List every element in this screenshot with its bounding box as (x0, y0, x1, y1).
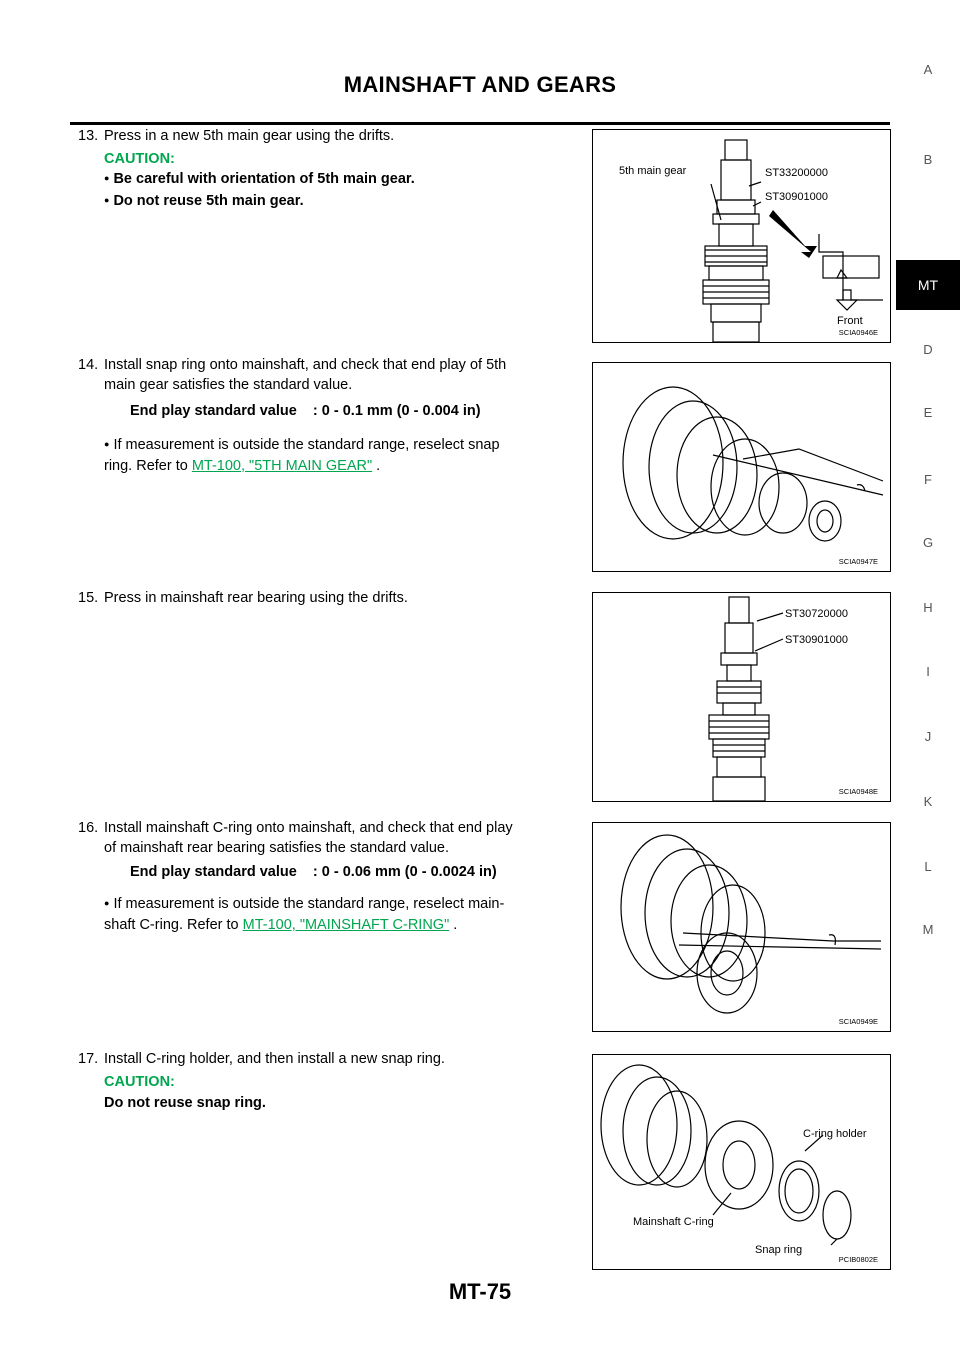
caution-item: ●Do not reuse 5th main gear. (104, 193, 304, 209)
step-number: 17. (78, 1051, 99, 1067)
figure-id: SCIA0949E (838, 1017, 878, 1026)
caution-text: Do not reuse snap ring. (104, 1095, 266, 1111)
side-index-b[interactable]: B (923, 152, 933, 167)
side-index-f[interactable]: F (924, 472, 932, 487)
step-14: 14. Install snap ring onto mainshaft, and… (78, 355, 586, 395)
side-index-k[interactable]: K (923, 794, 933, 809)
side-index-g[interactable]: G (922, 535, 934, 550)
side-index-j[interactable]: J (924, 729, 932, 744)
step-number: 13. (78, 128, 99, 144)
title-divider (70, 122, 890, 125)
caution-label: CAUTION: (104, 151, 175, 167)
side-index-e[interactable]: E (923, 405, 933, 420)
figure-label: C-ring holder (803, 1128, 867, 1140)
side-index-h[interactable]: H (923, 600, 933, 615)
figure-id: SCIA0948E (838, 787, 878, 796)
step-number: 16. (78, 820, 99, 836)
step-17: 17. Install C-ring holder, and then insta… (78, 1049, 586, 1069)
figure-label: ST30901000 (765, 191, 828, 203)
side-index-d[interactable]: D (923, 342, 933, 357)
figure-id: SCIA0946E (838, 328, 878, 337)
step-16: 16. Install mainshaft C-ring onto mainsha… (78, 818, 586, 858)
step-number: 14. (78, 357, 99, 373)
step-text: Install mainshaft C-ring onto mainshaft,… (104, 820, 513, 836)
bullet-item: ●If measurement is outside the standard … (104, 437, 500, 474)
figure-c-ring-holder: C-ring holder Mainshaft C-ring Snap ring… (592, 1054, 891, 1270)
figure-label: ST30901000 (785, 634, 848, 646)
figure-label: ST33200000 (765, 167, 828, 179)
caution-label: CAUTION: (104, 1074, 175, 1090)
bullet-item: ●If measurement is outside the standard … (104, 896, 505, 933)
figure-label: Mainshaft C-ring (633, 1216, 714, 1228)
spec-end-play: End play standard value : 0 - 0.1 mm (0 … (130, 403, 481, 419)
step-text: Press in mainshaft rear bearing using th… (104, 590, 408, 606)
side-index-i[interactable]: I (926, 664, 930, 679)
side-index-a[interactable]: A (923, 62, 933, 77)
figure-c-ring-end-play: SCIA0949E (592, 822, 891, 1032)
side-index-mt-active[interactable]: MT (896, 260, 960, 310)
figure-label: 5th main gear (619, 165, 687, 177)
step-number: 15. (78, 590, 99, 606)
step-text: Install snap ring onto mainshaft, and ch… (104, 357, 507, 373)
caution-item: ●Be careful with orientation of 5th main… (104, 171, 415, 187)
step-text: Press in a new 5th main gear using the d… (104, 128, 395, 144)
figure-label: Snap ring (755, 1244, 802, 1256)
figure-snap-ring-end-play: SCIA0947E (592, 362, 891, 572)
link-5th-main-gear[interactable]: MT-100, "5TH MAIN GEAR" (191, 458, 373, 474)
side-index-m[interactable]: M (922, 922, 934, 937)
figure-id: PCIB0802E (838, 1255, 878, 1264)
side-index-l[interactable]: L (924, 859, 932, 874)
step-15: 15. Press in mainshaft rear bearing using… (78, 588, 586, 608)
step-text: main gear satisfies the standard value. (104, 377, 353, 393)
link-mainshaft-c-ring[interactable]: MT-100, "MAINSHAFT C-RING" (242, 917, 450, 933)
spec-end-play: End play standard value : 0 - 0.06 mm (0… (130, 864, 497, 880)
figure-label: ST30720000 (785, 608, 848, 620)
figure-label: Front (837, 315, 863, 327)
figure-id: SCIA0947E (838, 557, 878, 566)
page-title: MAINSHAFT AND GEARS (343, 72, 617, 97)
figure-5th-main-gear-press: 5th main gear ST33200000 ST30901000 Fron… (592, 129, 891, 343)
step-text: Install C-ring holder, and then install … (104, 1051, 445, 1067)
page-number: MT-75 (448, 1279, 512, 1304)
figure-rear-bearing-press: ST30720000 ST30901000 SCIA0948E (592, 592, 891, 802)
step-13: 13. Press in a new 5th main gear using th… (78, 126, 586, 146)
step-text: of mainshaft rear bearing satisfies the … (104, 840, 449, 856)
